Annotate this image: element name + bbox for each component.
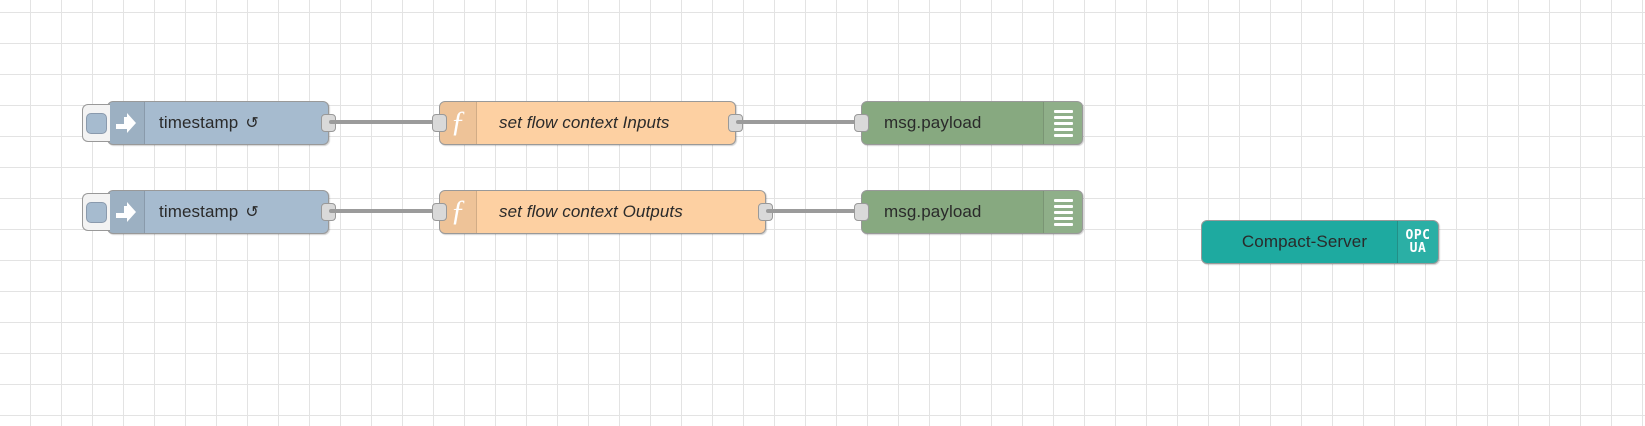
function-node-row1[interactable]: ƒ set flow context Inputs bbox=[432, 101, 743, 145]
inject-trigger-button-row2[interactable] bbox=[82, 193, 110, 231]
wire-inject-to-function-row2[interactable] bbox=[329, 209, 439, 213]
opcua-icon-line1: OPC bbox=[1405, 228, 1431, 243]
debug-input-port-row1[interactable] bbox=[854, 114, 869, 132]
function-f-glyph: ƒ bbox=[450, 194, 466, 227]
debug-lines-glyph bbox=[1053, 198, 1073, 226]
inject-trigger-button-inner bbox=[86, 112, 107, 134]
debug-input-port-row2[interactable] bbox=[854, 203, 869, 221]
opcua-icon-line2: UA bbox=[1409, 241, 1427, 256]
repeat-icon-row1: ↺ bbox=[245, 115, 259, 132]
function-f-glyph: ƒ bbox=[450, 105, 466, 138]
inject-trigger-button-inner bbox=[86, 201, 107, 223]
debug-lines-icon[interactable] bbox=[1043, 191, 1082, 233]
opcua-server-node[interactable]: Compact-Server OPC UA bbox=[1201, 220, 1439, 264]
opcua-icon: OPC UA bbox=[1397, 221, 1438, 263]
debug-node-label-row1: msg.payload bbox=[884, 113, 982, 132]
function-input-port-row2[interactable] bbox=[432, 203, 447, 221]
wire-function-to-debug-row2[interactable] bbox=[766, 209, 861, 213]
inject-node-row1[interactable]: timestamp ↺ bbox=[82, 101, 336, 145]
inject-label-text-row1: timestamp bbox=[159, 113, 239, 132]
debug-node-row2[interactable]: msg.payload bbox=[854, 190, 1083, 234]
function-node-label-row1: set flow context Inputs bbox=[499, 113, 670, 132]
debug-lines-glyph bbox=[1053, 109, 1073, 137]
function-node-label-row2: set flow context Outputs bbox=[499, 202, 683, 221]
opcua-server-label: Compact-Server bbox=[1241, 232, 1368, 251]
debug-node-label-row2: msg.payload bbox=[884, 202, 982, 221]
debug-node-row1[interactable]: msg.payload bbox=[854, 101, 1083, 145]
repeat-icon-row2: ↺ bbox=[245, 204, 259, 221]
inject-node-label-row2: timestamp ↺ bbox=[145, 191, 328, 233]
inject-label-text-row2: timestamp bbox=[159, 202, 239, 221]
inject-node-label-row1: timestamp ↺ bbox=[145, 102, 328, 144]
function-input-port-row1[interactable] bbox=[432, 114, 447, 132]
function-node-row2[interactable]: ƒ set flow context Outputs bbox=[432, 190, 773, 234]
inject-arrow-icon bbox=[108, 191, 145, 233]
inject-node-row2[interactable]: timestamp ↺ bbox=[82, 190, 336, 234]
inject-trigger-button-row1[interactable] bbox=[82, 104, 110, 142]
inject-arrow-icon bbox=[108, 102, 145, 144]
wire-function-to-debug-row1[interactable] bbox=[736, 120, 861, 124]
debug-lines-icon[interactable] bbox=[1043, 102, 1082, 144]
wire-inject-to-function-row1[interactable] bbox=[329, 120, 439, 124]
